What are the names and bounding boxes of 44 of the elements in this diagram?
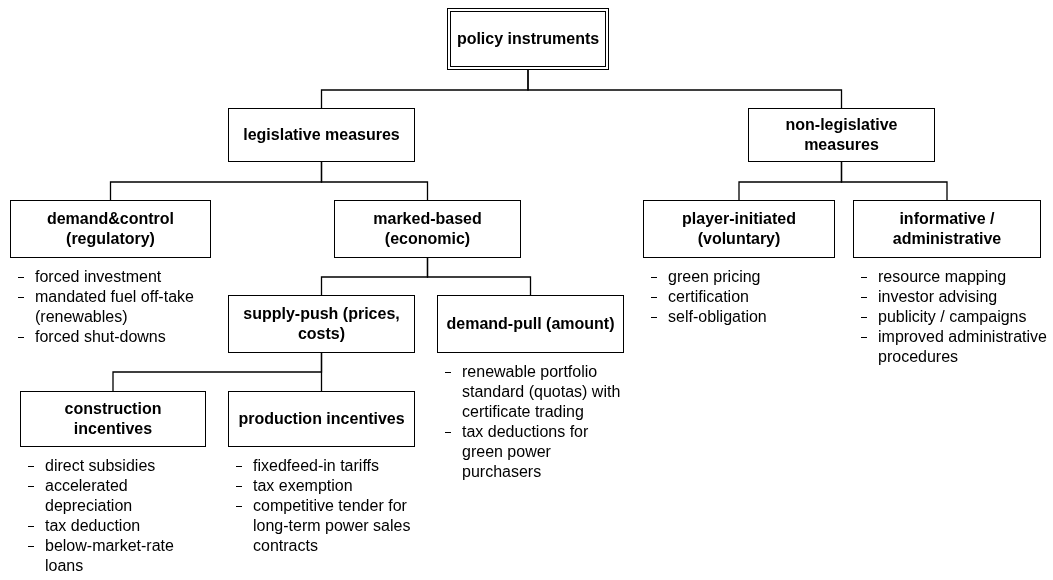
connector-line [840,161,948,201]
box-label: supply-push (prices, costs) [242,304,401,344]
list-item: fixedfeed-in tariffs [253,456,379,476]
category-box [643,200,835,258]
list-item: tax deductions for green power purchasers [462,422,590,482]
list-item: resource mapping [878,267,1007,287]
list-item: investor advising [878,287,998,307]
box-label: legislative measures [242,125,401,145]
category-box [748,108,935,162]
box-label: non-legislative measures [784,115,899,155]
list-item: publicity / campaigns [878,307,1027,327]
category-box [437,295,624,353]
list-item: mandated fuel off-take (renewables) [35,287,195,327]
list-item: improved administrative procedures [878,327,1048,367]
box-label: informative / administrative [891,209,1003,249]
root-box [447,8,609,70]
box-label: production incentives [237,409,406,429]
connector-line [527,69,843,109]
category-box [334,200,521,258]
list-item: forced shut-downs [35,327,166,347]
list-item: forced investment [35,267,162,287]
list-item: direct subsidies [45,456,156,476]
category-box [10,200,211,258]
connector-line [426,257,532,296]
list-item: competitive tender for long-term power sales contracts [253,496,412,556]
category-box [853,200,1041,258]
connector-line [320,352,323,392]
list-item: tax exemption [253,476,353,496]
list-item: below-market-rate loans [45,536,175,576]
box-label: policy instruments [455,29,601,49]
category-box [228,391,415,447]
category-box [228,295,415,353]
connector-line [320,161,429,201]
box-label: demand&control (regulatory) [45,209,176,249]
box-label: marked-based (economic) [372,209,483,249]
box-label: construction incentives [63,399,163,439]
list-item: green pricing [668,267,761,287]
list-item: tax deduction [45,516,141,536]
category-box [228,108,415,162]
list-item: self-obligation [668,307,767,327]
list-item: certification [668,287,749,307]
box-label: player-initiated (voluntary) [681,209,797,249]
box-label: demand-pull (amount) [445,314,616,334]
category-box [20,391,206,447]
